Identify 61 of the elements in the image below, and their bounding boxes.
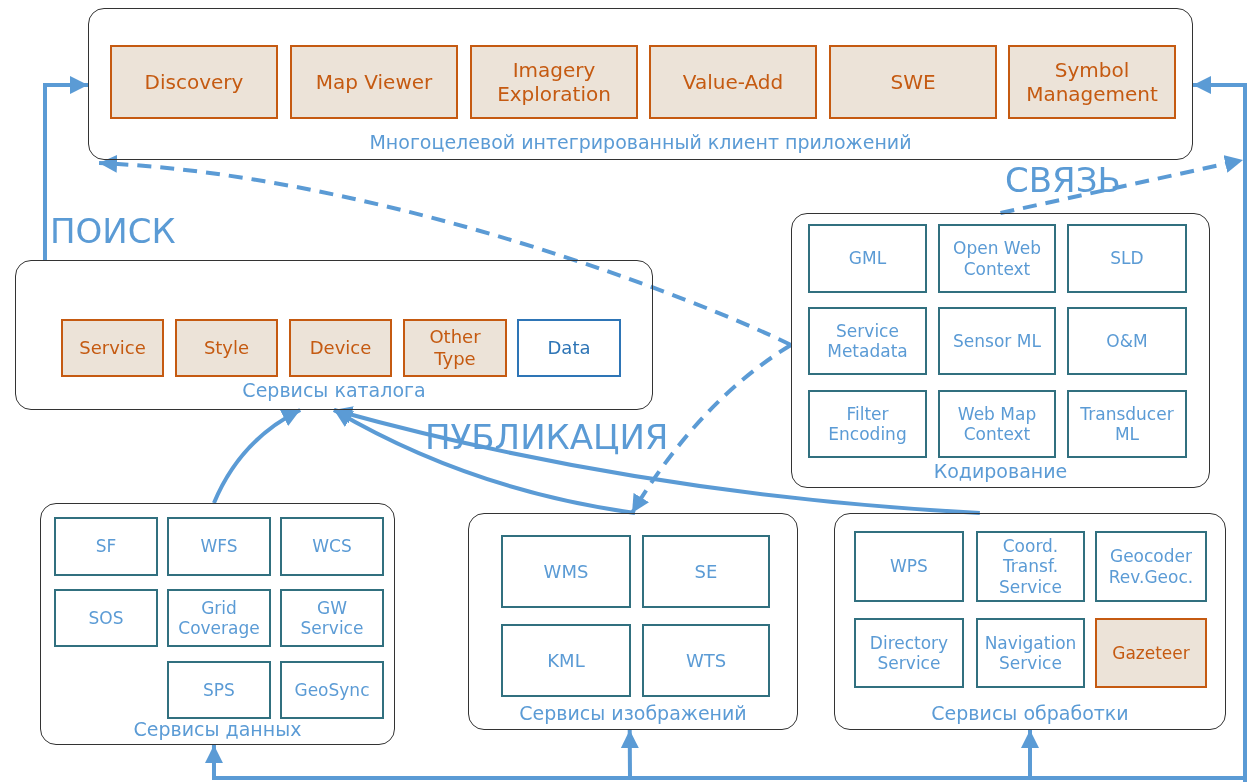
standard-box: Web Map Context [938,390,1056,458]
standard-box: WTS [642,624,770,697]
flow-label: ПОИСК [50,214,176,248]
standard-box: GML [808,224,927,293]
group-panel [834,513,1226,730]
standard-box: KML [501,624,631,697]
group-title: Многоцелевой интегрированный клиент приложений [369,131,912,153]
group-title: Сервисы обработки [931,702,1129,724]
standard-box: Navigation Service [976,618,1085,688]
standard-box: WMS [501,535,631,608]
standard-box: SOS [54,589,158,647]
arrow [1021,730,1245,780]
arrow [212,408,302,504]
standard-box: GeoSync [280,661,384,719]
arrow [43,76,88,260]
module-box: Other Type [403,319,507,377]
standard-box: Directory Service [854,618,964,688]
standard-box: WFS [167,517,271,576]
dashed-arrow [1000,155,1244,215]
standard-box: SF [54,517,158,576]
standard-box: SLD [1067,224,1187,293]
group-panel [791,213,1210,488]
group-title: Кодирование [933,460,1068,482]
standard-box: WPS [854,531,964,602]
arrow [333,405,980,515]
dashed-arrow [98,155,792,347]
module-box: Symbol Management [1008,45,1176,119]
standard-box: Service Metadata [808,307,927,375]
module-box: Imagery Exploration [470,45,638,119]
standard-box: GW Service [280,589,384,647]
arrow [333,408,636,515]
module-box: Value-Add [649,45,817,119]
standard-box: Geocoder Rev.Geoc. [1095,531,1207,602]
group-panel [468,513,798,730]
module-box: Map Viewer [290,45,458,119]
module-box: Device [289,319,392,377]
group-title: Сервисы изображений [519,702,747,724]
module-box: SWE [829,45,997,119]
group-panel [88,8,1193,160]
group-panel [15,260,653,410]
group-panel [40,503,395,745]
module-box: Discovery [110,45,278,119]
standard-box: WCS [280,517,384,576]
flow-label: СВЯЗЬ [1005,163,1121,197]
standard-box: SPS [167,661,271,719]
standard-box: Data [517,319,621,377]
standard-box: O&M [1067,307,1187,375]
arrow [1193,76,1247,782]
flow-label: ПУБЛИКАЦИЯ [425,420,669,454]
module-box: Style [175,319,278,377]
standard-box: Grid Coverage [167,589,271,647]
module-box: Service [61,319,164,377]
standard-box: SE [642,535,770,608]
standard-box: Coord. Transf. Service [976,531,1085,602]
standard-box: Filter Encoding [808,390,927,458]
standard-box: Transducer ML [1067,390,1187,458]
standard-box: Open Web Context [938,224,1056,293]
standard-box: Sensor ML [938,307,1056,375]
group-title: Сервисы данных [133,718,302,740]
group-title: Сервисы каталога [242,379,426,401]
module-box: Gazeteer [1095,618,1207,688]
